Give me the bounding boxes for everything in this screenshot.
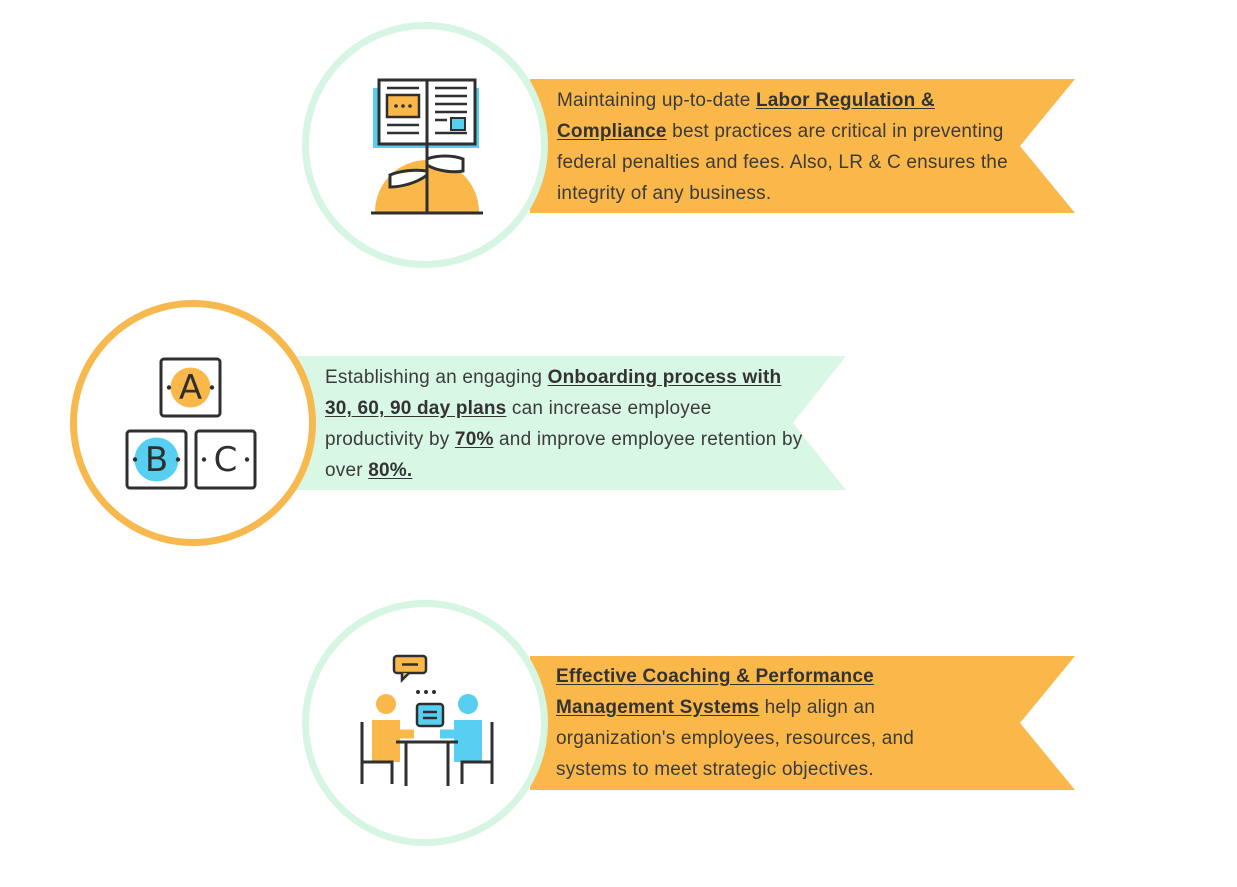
onboarding-banner: Establishing an engaging Onboarding proc…: [290, 356, 846, 490]
labor-regulation-text: Maintaining up-to-date Labor Regulation …: [557, 85, 1017, 209]
body-text: Establishing an engaging: [325, 367, 548, 388]
labor-regulation-banner: Maintaining up-to-date Labor Regulation …: [530, 79, 1075, 213]
banner-ribbon-orange: [530, 79, 1075, 213]
emphasis-text: Onboarding process with 30, 60, 90 day p…: [325, 367, 782, 419]
coaching-banner: Effective Coaching & Performance Managem…: [530, 656, 1075, 790]
block-letter-b: B: [145, 440, 168, 480]
banner-ribbon-mint: [290, 356, 846, 490]
block-letter-a: A: [179, 368, 202, 408]
emphasis-text: Labor Regulation & Compliance: [557, 90, 935, 142]
emphasis-text: Effective Coaching & Performance Managem…: [556, 666, 874, 718]
emphasis-text: 70%: [454, 429, 494, 450]
abc-blocks-icon: A B C: [125, 357, 257, 490]
body-text: and improve employee retention by over: [325, 429, 803, 481]
block-letter-c: C: [214, 440, 238, 480]
coaching-text: Effective Coaching & Performance Managem…: [556, 661, 986, 785]
coaching-meeting-icon: [360, 654, 494, 786]
body-text: can increase employee productivity by: [325, 398, 712, 450]
emphasis-text: 80%.: [368, 460, 413, 481]
onboarding-text: Establishing an engaging Onboarding proc…: [325, 362, 805, 486]
open-book-plant-icon: [371, 78, 483, 215]
body-text: best practices are critical in preventin…: [557, 121, 1008, 204]
body-text: Maintaining up-to-date: [557, 90, 756, 111]
banner-ribbon-orange: [530, 656, 1075, 790]
onboarding-icon-circle: [70, 300, 316, 546]
body-text: help align an organization's employees, …: [556, 697, 915, 780]
